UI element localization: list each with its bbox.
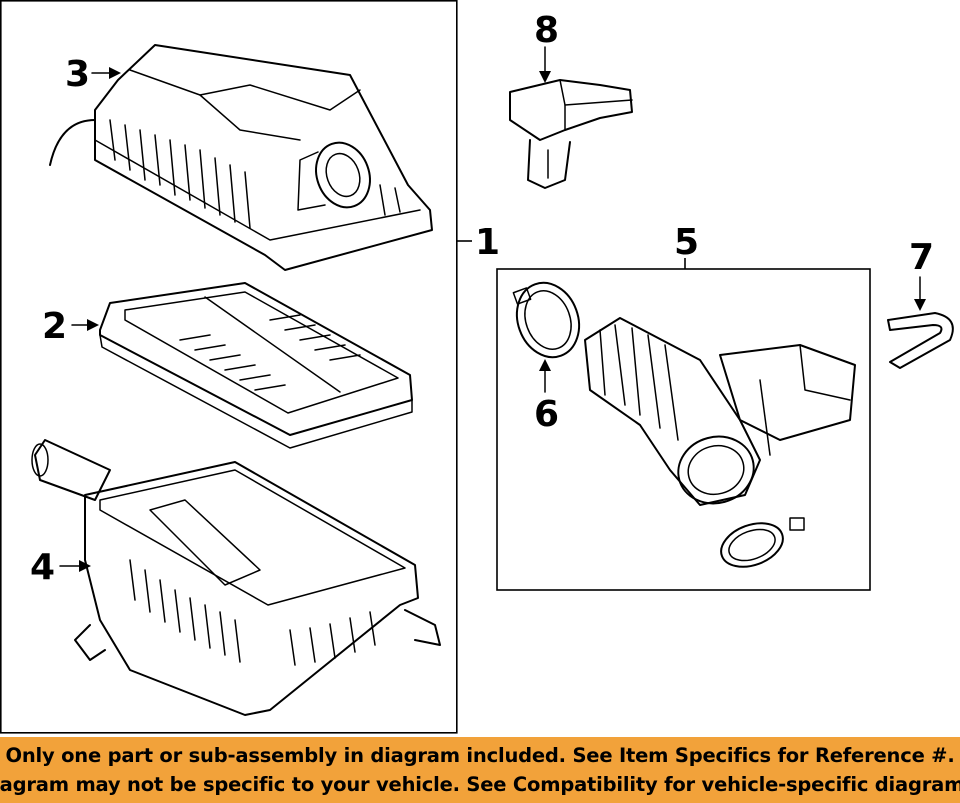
air-cleaner-lower-case-icon xyxy=(31,439,441,716)
disclaimer-line-1: Only one part or sub-assembly in diagram… xyxy=(5,744,955,767)
hose-clamp-icon xyxy=(512,281,581,359)
callout-4: 4 xyxy=(30,547,55,588)
airflow-sensor-icon xyxy=(509,79,633,189)
callout-7: 7 xyxy=(909,237,934,278)
callout-2: 2 xyxy=(42,306,67,347)
callout-6: 6 xyxy=(534,394,559,435)
assembly-bracket-1 xyxy=(0,0,472,734)
parts-diagram: 3 2 4 1 8 5 6 7 xyxy=(0,0,954,734)
air-cleaner-upper-cover-icon xyxy=(49,44,433,271)
disclaimer-line-2: Diagram may not be specific to your vehi… xyxy=(0,773,960,796)
air-filter-element-icon xyxy=(99,282,413,449)
callout-1: 1 xyxy=(475,222,500,263)
intake-hose-icon xyxy=(584,317,856,568)
callout-3: 3 xyxy=(65,54,90,95)
callout-8: 8 xyxy=(534,10,559,51)
disclaimer-banner: Only one part or sub-assembly in diagram… xyxy=(0,737,960,803)
intake-hose-assembly-frame xyxy=(496,258,871,591)
leader-lines xyxy=(59,46,926,572)
callout-5: 5 xyxy=(674,222,699,263)
breather-hose-icon xyxy=(887,312,954,369)
